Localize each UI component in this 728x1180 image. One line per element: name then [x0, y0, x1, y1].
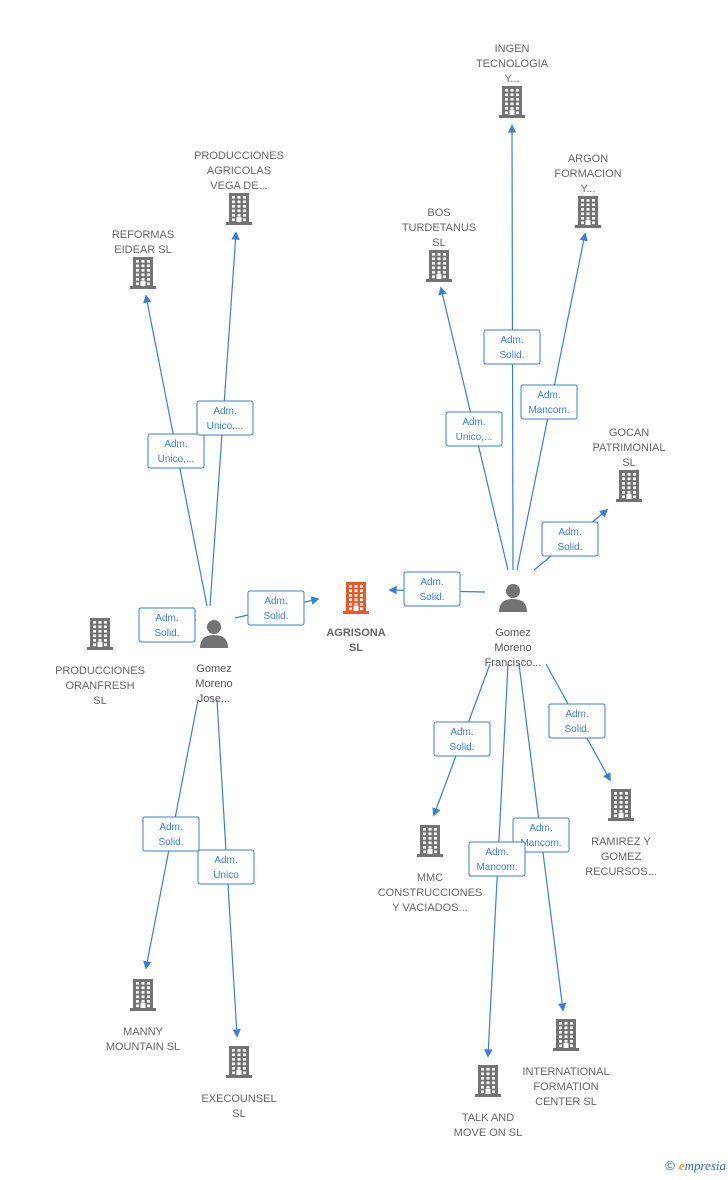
edge-role-text: Solid.: [419, 592, 444, 603]
company-building-icon[interactable]: [417, 825, 443, 857]
edge-role-text: Adm.: [537, 390, 560, 401]
edge-role-text: Adm.: [155, 613, 178, 624]
edge-role-label[interactable]: Adm. Solid.: [142, 816, 200, 852]
edge-role-label[interactable]: Adm. Solid.: [247, 590, 305, 626]
edge-role-label[interactable]: Adm. Unico: [197, 849, 255, 885]
edge-role-label[interactable]: Adm. Solid.: [541, 521, 599, 557]
edge-role-label[interactable]: Adm. Mancom.: [520, 384, 578, 420]
edge-role-text: Solid.: [263, 611, 288, 622]
edge-role-text: Solid.: [564, 724, 589, 735]
edge-role-text: Adm.: [159, 822, 182, 833]
edge-role-text: Adm.: [500, 335, 523, 346]
person-icon[interactable]: [499, 584, 527, 612]
edge-role-text: Unico: [213, 870, 239, 881]
edge-role-label[interactable]: Adm. Mancom.: [512, 817, 570, 853]
company-building-icon[interactable]: [226, 193, 252, 225]
person-icon[interactable]: [200, 620, 228, 648]
edge-role-text: Unico,...: [207, 421, 244, 432]
edge-role-text: Mancom.: [528, 405, 569, 416]
company-building-icon[interactable]: [130, 257, 156, 289]
edge-role-text: Adm.: [420, 577, 443, 588]
edge-role-text: Unico,...: [456, 432, 493, 443]
edge-role-text: Solid.: [449, 742, 474, 753]
company-building-icon[interactable]: [553, 1019, 579, 1051]
company-building-icon[interactable]: [426, 250, 452, 282]
company-building-icon[interactable]: [87, 618, 113, 650]
edge-role-text: Unico,...: [158, 454, 195, 465]
edge-role-text: Adm.: [462, 417, 485, 428]
edge-role-text: Adm.: [214, 855, 237, 866]
edge-role-text: Mancom.: [520, 838, 561, 849]
edge-role-label[interactable]: Adm. Solid.: [138, 607, 196, 643]
edge-role-label[interactable]: Adm. Unico,...: [147, 433, 205, 469]
edge-role-text: Solid.: [154, 628, 179, 639]
company-building-icon[interactable]: [608, 789, 634, 821]
edge-role-text: Adm.: [264, 596, 287, 607]
edge-role-text: Adm.: [213, 406, 236, 417]
edge-role-text: Mancom.: [476, 862, 517, 873]
edge-role-text: Adm.: [529, 823, 552, 834]
edge-role-label[interactable]: Adm. Solid.: [483, 329, 541, 365]
company-building-icon[interactable]: [499, 86, 525, 118]
company-building-icon[interactable]: [130, 979, 156, 1011]
brand-letter: e: [678, 1158, 685, 1173]
edge-role-text: Adm.: [558, 527, 581, 538]
edge-role-text: Solid.: [557, 542, 582, 553]
edge-role-text: Solid.: [499, 350, 524, 361]
empresia-watermark: ©empresia: [665, 1158, 726, 1174]
center-company-building-icon[interactable]: [343, 582, 369, 614]
edge-role-text: Solid.: [158, 837, 183, 848]
edge-role-label[interactable]: Adm. Unico,...: [196, 400, 254, 436]
company-building-icon[interactable]: [475, 1065, 501, 1097]
edge-role-label[interactable]: Adm. Solid.: [433, 721, 491, 757]
company-building-icon[interactable]: [575, 196, 601, 228]
company-building-icon[interactable]: [226, 1046, 252, 1078]
edge-role-label[interactable]: Adm. Solid.: [403, 571, 461, 607]
brand-name: mpresia: [684, 1158, 726, 1173]
edge-role-label[interactable]: Adm. Solid.: [548, 703, 606, 739]
edge-role-label[interactable]: Adm. Mancom.: [468, 841, 526, 877]
copyright-symbol: ©: [665, 1158, 675, 1173]
edge-role-text: Adm.: [485, 847, 508, 858]
edge-role-label[interactable]: Adm. Unico,...: [445, 411, 503, 447]
edge-role-text: Adm.: [565, 709, 588, 720]
company-building-icon[interactable]: [616, 470, 642, 502]
edge-role-text: Adm.: [164, 439, 187, 450]
edge-role-text: Adm.: [450, 727, 473, 738]
